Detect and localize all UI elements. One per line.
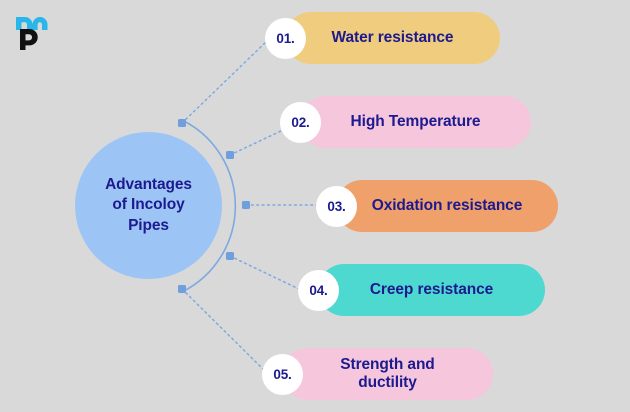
connector-arc [181, 119, 237, 293]
benefit-pill-5[interactable]: Strength and ductility [282, 348, 493, 400]
benefit-number-4: 04. [309, 282, 328, 298]
benefit-label-2: High Temperature [350, 112, 481, 130]
connector-node-4 [226, 252, 234, 260]
connector-line-5 [181, 288, 267, 373]
connector-node-1 [178, 119, 186, 127]
benefit-number-bubble-5[interactable]: 05. [262, 353, 303, 395]
center-topic-circle: Advantages of Incoloy Pipes [75, 132, 222, 279]
brand-logo-icon [16, 17, 48, 50]
center-topic-title: Advantages of Incoloy Pipes [105, 175, 192, 234]
benefit-number-bubble-4[interactable]: 04. [298, 269, 339, 311]
benefit-label-3: Oxidation resistance [371, 196, 523, 214]
benefit-label-5: Strength and ductility [340, 355, 435, 391]
connector-node-5 [178, 285, 186, 293]
benefit-number-bubble-1[interactable]: 01. [265, 17, 306, 59]
benefit-pill-1[interactable]: Water resistance [285, 12, 500, 64]
benefit-label-4: Creep resistance [369, 280, 494, 298]
benefit-number-2: 02. [291, 114, 310, 130]
benefit-number-1: 01. [276, 30, 295, 46]
benefit-pill-4[interactable]: Creep resistance [318, 264, 545, 316]
benefit-number-bubble-3[interactable]: 03. [316, 185, 357, 227]
benefit-number-bubble-2[interactable]: 02. [280, 101, 321, 143]
connector-line-4 [229, 255, 302, 291]
benefit-label-1: Water resistance [331, 28, 454, 46]
connector-line-1 [181, 39, 269, 124]
connector-node-2 [226, 151, 234, 159]
benefit-pill-2[interactable]: High Temperature [300, 96, 531, 148]
connector-node-3 [242, 201, 250, 209]
benefit-number-5: 05. [273, 366, 292, 382]
benefit-pill-3[interactable]: Oxidation resistance [336, 180, 558, 232]
benefit-number-3: 03. [327, 198, 346, 214]
brand-logo [12, 8, 58, 54]
